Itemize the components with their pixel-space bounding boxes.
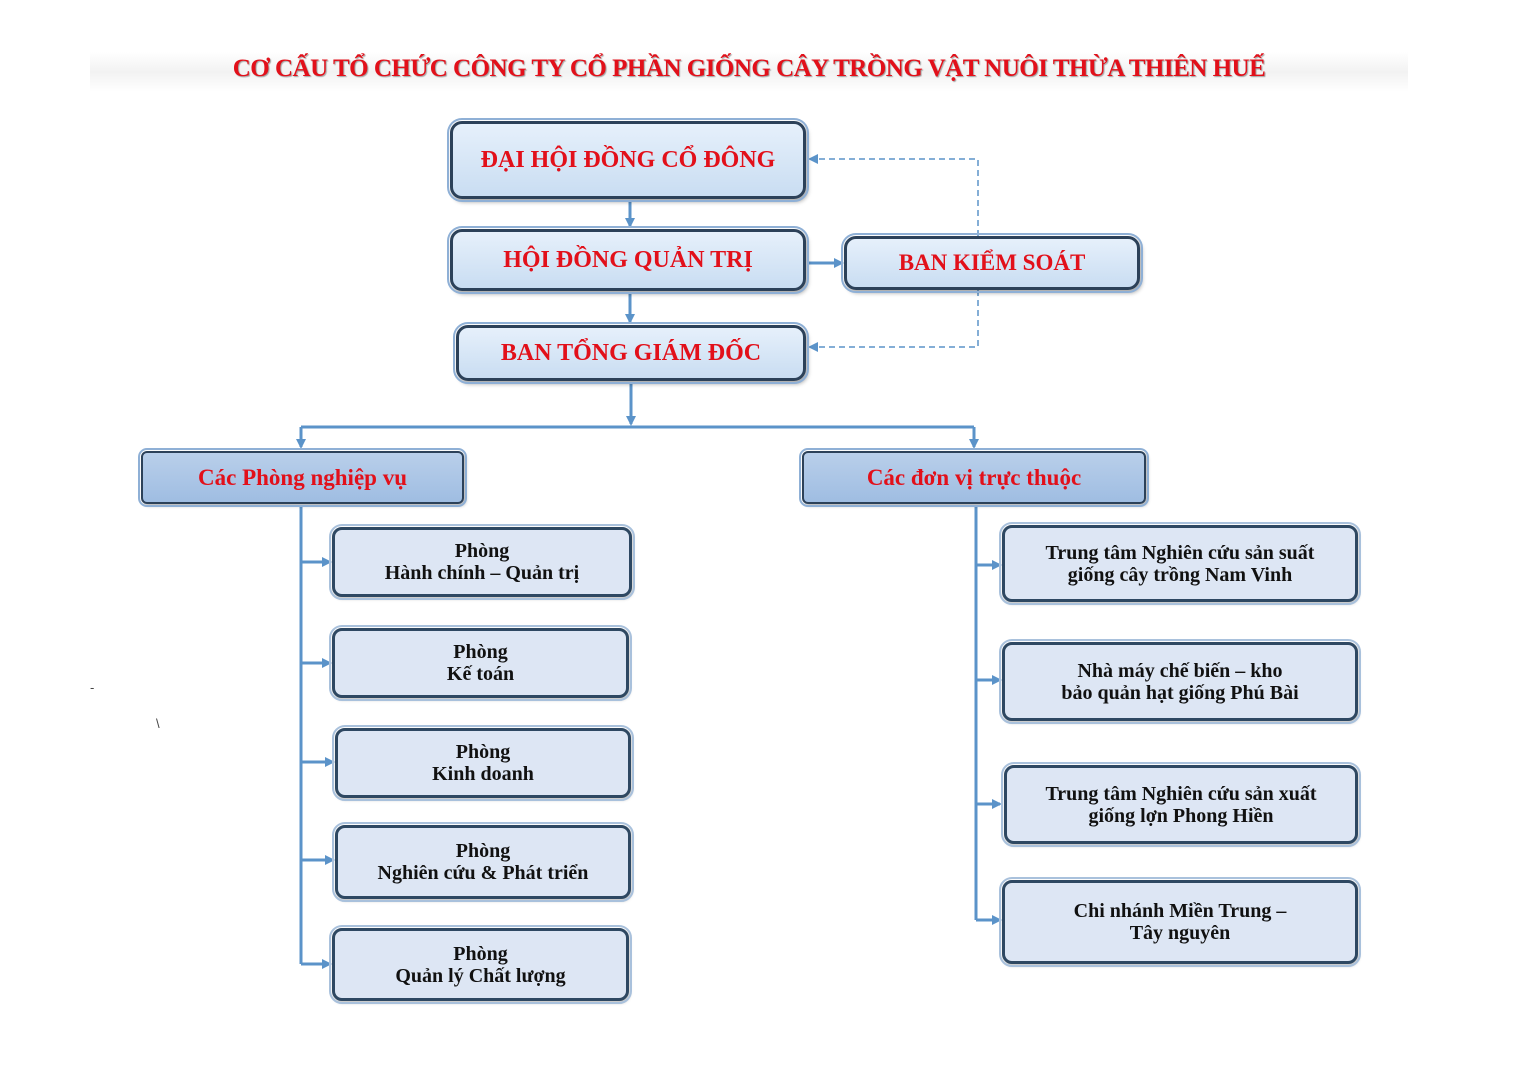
group-departments-label: Các Phòng nghiệp vụ <box>198 464 407 490</box>
node-shareholders: ĐẠI HỘI ĐỒNG CỔ ĐÔNG <box>447 118 809 202</box>
stray-dash: - <box>90 680 95 695</box>
department-box: Phòng Kinh doanh <box>332 725 634 801</box>
department-line2: Kế toán <box>446 663 515 685</box>
department-box: Phòng Hành chính – Quản trị <box>329 524 635 600</box>
department-line1: Phòng <box>454 540 510 562</box>
unit-line2: giống lợn Phong Hiền <box>1088 804 1274 827</box>
unit-line1: Trung tâm Nghiên cứu sản suất <box>1045 541 1315 564</box>
unit-line2: Tây nguyên <box>1129 922 1231 944</box>
department-box: Phòng Kế toán <box>329 625 632 701</box>
department-line2: Kinh doanh <box>432 763 534 785</box>
page-title: CƠ CẤU TỔ CHỨC CÔNG TY CỔ PHẦN GIỐNG CÂY… <box>232 55 1266 82</box>
department-line1: Phòng <box>455 741 511 763</box>
department-line2: Hành chính – Quản trị <box>384 562 580 584</box>
title-band <box>90 52 1408 92</box>
department-line1: Phòng <box>453 641 508 663</box>
dashed-supervisory-to-executive <box>808 290 979 352</box>
unit-box: Trung tâm Nghiên cứu sản suất giống cây … <box>999 522 1361 605</box>
node-board-label: HỘI ĐỒNG QUẢN TRỊ <box>503 246 753 273</box>
department-box: Phòng Quản lý Chất lượng <box>329 925 632 1004</box>
department-box: Phòng Nghiên cứu & Phát triển <box>332 822 634 902</box>
node-supervisory: BAN KIỂM SOÁT <box>841 233 1143 293</box>
group-units: Các đơn vị trực thuộc <box>799 448 1149 507</box>
stray-backslash: \ <box>156 716 160 731</box>
node-executive: BAN TỔNG GIÁM ĐỐC <box>453 322 809 384</box>
department-line1: Phòng <box>453 942 508 965</box>
unit-box: Nhà máy chế biến – kho bảo quản hạt giốn… <box>999 639 1361 724</box>
department-line1: Phòng <box>455 840 511 862</box>
node-executive-label: BAN TỔNG GIÁM ĐỐC <box>500 339 762 366</box>
node-shareholders-label: ĐẠI HỘI ĐỒNG CỔ ĐÔNG <box>480 146 776 173</box>
unit-line1: Chi nhánh Miền Trung – <box>1073 900 1287 922</box>
unit-box: Trung tâm Nghiên cứu sản xuất giống lợn … <box>1001 762 1361 847</box>
group-units-label: Các đơn vị trực thuộc <box>866 464 1082 490</box>
node-board: HỘI ĐỒNG QUẢN TRỊ <box>447 226 809 294</box>
dashed-supervisory-to-shareholders <box>808 154 979 236</box>
unit-line1: Trung tâm Nghiên cứu sản xuất <box>1045 782 1317 805</box>
unit-box: Chi nhánh Miền Trung – Tây nguyên <box>999 877 1361 967</box>
unit-line1: Nhà máy chế biến – kho <box>1077 659 1283 682</box>
unit-line2: giống cây trồng Nam Vinh <box>1067 563 1293 586</box>
department-line2: Quản lý Chất lượng <box>395 964 566 987</box>
group-departments: Các Phòng nghiệp vụ <box>138 448 467 507</box>
unit-line2: bảo quản hạt giống Phú Bài <box>1061 681 1299 704</box>
node-supervisory-label: BAN KIỂM SOÁT <box>898 250 1086 276</box>
department-line2: Nghiên cứu & Phát triển <box>377 862 589 884</box>
